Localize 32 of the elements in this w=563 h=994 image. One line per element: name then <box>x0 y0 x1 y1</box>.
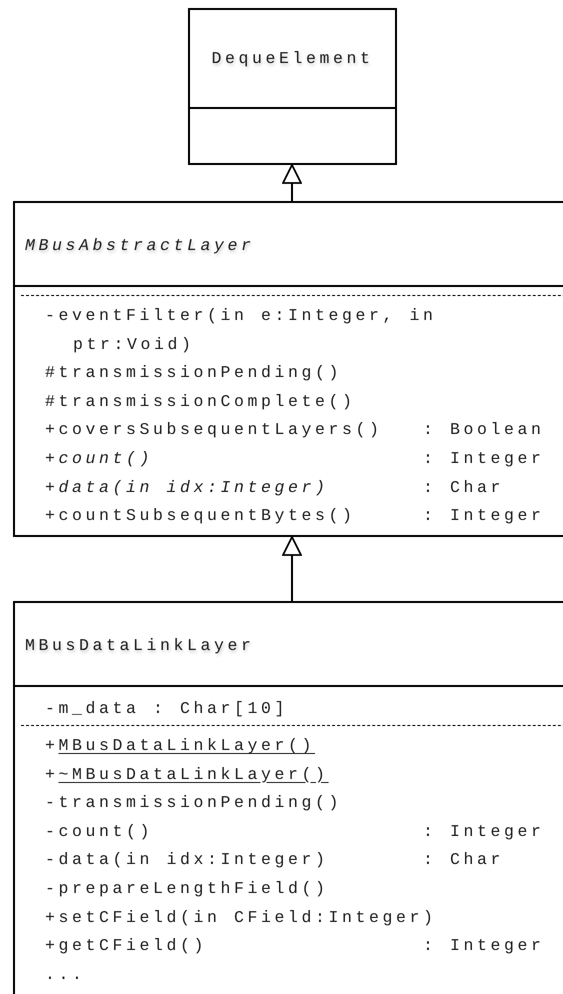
member-type: : Boolean <box>423 419 546 442</box>
class-member: +~MBusDataLinkLayer() <box>45 764 330 786</box>
member-type: : Char <box>423 476 506 499</box>
class-box <box>13 601 563 994</box>
member-type: : Integer <box>423 448 546 470</box>
class-member: +coversSubsequentLayers() <box>45 419 384 442</box>
member-type: : Integer <box>423 935 546 958</box>
class-member: -transmissionPending() <box>45 792 344 814</box>
class-member: +countSubsequentBytes() <box>45 505 357 528</box>
inheritance-arrow <box>282 536 302 601</box>
class-member: ... <box>45 964 87 986</box>
class-member: +data(in idx:Integer) <box>45 476 330 499</box>
class-member: -data(in idx:Integer) <box>45 849 330 872</box>
class-name: MBusDataLinkLayer <box>25 636 255 654</box>
class-member: -eventFilter(in e:Integer, in ptr:Void) <box>45 305 438 356</box>
class-member: +count() <box>45 448 154 470</box>
class-box <box>13 201 563 537</box>
class-member: +setCField(in CField:Integer) <box>45 906 438 929</box>
member-type: : Char <box>423 849 506 872</box>
class-member: +MBusDataLinkLayer() <box>45 735 316 757</box>
class-member: #transmissionPending() <box>45 362 344 384</box>
class-member: -prepareLengthField() <box>45 878 330 900</box>
member-type: : Integer <box>423 505 546 528</box>
class-box <box>188 8 397 165</box>
class-name: MBusAbstractLayer <box>25 236 255 254</box>
member-type: : Integer <box>423 820 546 843</box>
class-member: -count() <box>45 820 154 843</box>
class-member: -m_data : Char[10] <box>45 698 290 720</box>
class-member: +getCField() <box>45 935 208 958</box>
class-member: #transmissionComplete() <box>45 390 357 413</box>
class-name: DequeElement <box>211 49 374 68</box>
inheritance-arrow <box>282 164 302 201</box>
